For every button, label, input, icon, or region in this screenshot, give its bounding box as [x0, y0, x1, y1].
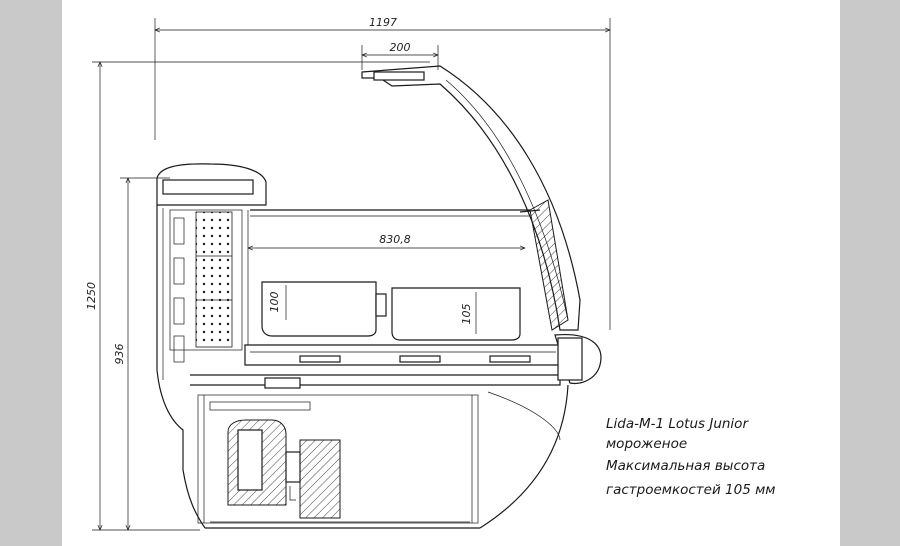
front-glass	[519, 199, 569, 331]
dimension-inner-depth: 830,8	[248, 233, 525, 248]
dimension-canopy-width: 200	[362, 41, 438, 70]
dim-tray-right-label: 105	[460, 304, 473, 325]
caption-max-height-value: гастроемкостей 105 мм	[606, 482, 775, 498]
dim-tray-left-label: 100	[268, 292, 281, 313]
tray-left: 100	[261, 281, 387, 337]
dim-body-height-label: 936	[113, 344, 126, 365]
condenser-unit	[285, 439, 341, 519]
drawing-sheet	[62, 0, 840, 546]
caption-block: Lida-M-1 Lotus Junior мороженое Максимал…	[606, 416, 775, 498]
dim-inner-depth-label: 830,8	[379, 233, 411, 246]
refrigeration-compartment	[197, 394, 479, 524]
dim-canopy-width-label: 200	[390, 41, 411, 54]
caption-model: Lida-M-1 Lotus Junior	[606, 416, 749, 432]
dimension-overall-height: 1250	[85, 62, 430, 530]
dim-overall-width-label: 1197	[369, 16, 397, 29]
dimension-body-height: 936	[113, 178, 170, 530]
case-body	[156, 163, 602, 529]
caption-max-height-title: Максимальная высота	[606, 458, 765, 474]
tray-right: 105	[391, 287, 521, 341]
compressor	[227, 419, 287, 506]
dim-overall-height-label: 1250	[85, 282, 98, 310]
dimension-overall-width: 1197	[155, 16, 610, 330]
caption-type: мороженое	[606, 436, 687, 452]
